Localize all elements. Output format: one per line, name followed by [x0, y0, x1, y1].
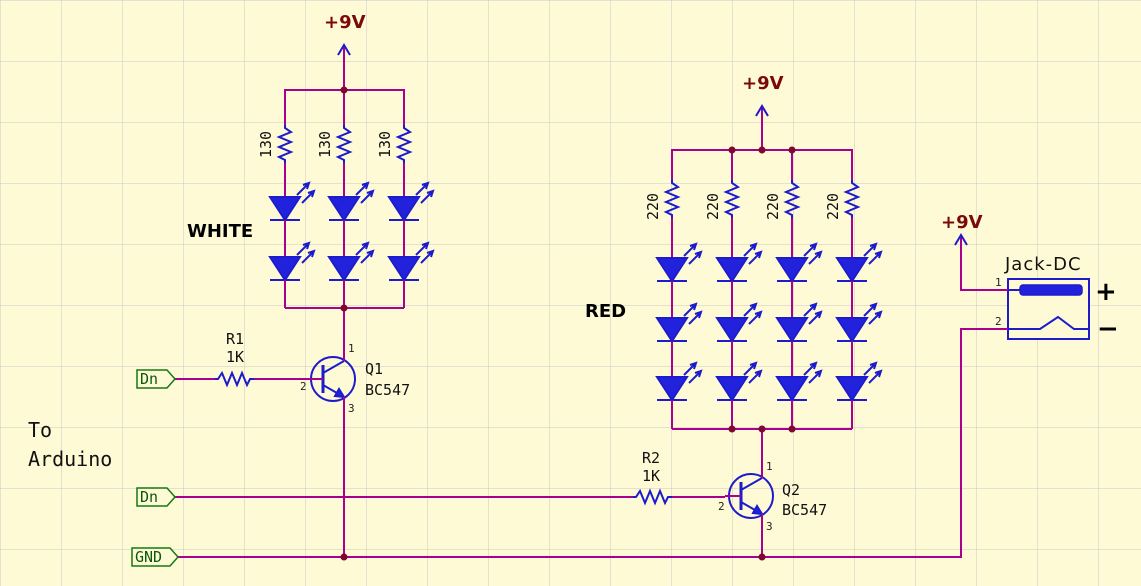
red-led-group: +9V 220	[585, 73, 883, 462]
r1-ref: R1	[226, 330, 244, 348]
white-power-symbol: +9V	[324, 12, 366, 90]
led-white	[327, 241, 375, 282]
port-dn-1: Dn	[136, 369, 177, 389]
resistor-value: 220	[644, 193, 662, 220]
junction	[758, 425, 766, 433]
junction	[340, 304, 348, 312]
red-column-3: 220	[764, 180, 823, 429]
white-column-3: 130	[376, 125, 435, 308]
led-white	[327, 181, 375, 222]
port-gnd-label: GND	[135, 548, 162, 566]
red-power-label: +9V	[742, 73, 784, 94]
port-dn-2: Dn	[136, 487, 177, 507]
red-column-2: 220	[704, 180, 763, 429]
junction	[340, 86, 348, 94]
junction	[728, 146, 736, 154]
q2-pin-2: 2	[718, 500, 725, 513]
dc-jack-plus: +	[1095, 277, 1117, 307]
r1-value: 1K	[226, 348, 244, 366]
q1-pin-2: 2	[300, 380, 307, 393]
red-column-4: 220	[824, 180, 883, 429]
dc-jack-pin	[1019, 284, 1083, 296]
junction	[758, 146, 766, 154]
resistor-130	[395, 125, 413, 163]
port-dn-2-label: Dn	[140, 488, 158, 506]
q2-pin-1: 1	[766, 460, 773, 473]
q1-ref: Q1	[365, 360, 383, 378]
q2-pin-3: 3	[766, 520, 773, 533]
r2-ref: R2	[642, 449, 660, 467]
transistor-q1: 1 2 3 Q1 BC547	[300, 342, 410, 415]
resistor-value: 130	[316, 131, 334, 158]
red-column-1: 220	[644, 180, 703, 429]
ground-net	[178, 328, 990, 561]
note-line-1: To	[28, 418, 52, 442]
white-column-1: 130	[257, 125, 316, 308]
junction	[340, 553, 348, 561]
jack-power-symbol: +9V	[941, 212, 990, 291]
resistor-value: 130	[257, 131, 275, 158]
resistor-220	[663, 180, 681, 218]
r2-value: 1K	[642, 467, 660, 485]
dc-jack-minus: −	[1097, 314, 1119, 344]
led-red	[775, 361, 823, 402]
white-power-label: +9V	[324, 12, 366, 33]
resistor-r1: R1 1K	[175, 330, 307, 388]
led-red	[655, 302, 703, 343]
junction	[758, 553, 766, 561]
resistor-value: 220	[704, 193, 722, 220]
junction	[788, 146, 796, 154]
resistor-130	[276, 125, 294, 163]
red-power-symbol: +9V	[742, 73, 784, 150]
transistor-q2: 1 2 3 Q2 BC547	[718, 460, 827, 557]
dc-jack-pin-2: 2	[995, 315, 1002, 328]
note-line-2: Arduino	[28, 447, 112, 471]
jack-power-label: +9V	[941, 212, 983, 233]
q1-value: BC547	[365, 381, 410, 399]
dc-jack: Jack-DC 1 2 + −	[990, 254, 1119, 344]
red-group-label: RED	[585, 301, 626, 322]
q1-pin-3: 3	[348, 402, 355, 415]
resistor-r2: R2 1K	[175, 449, 725, 506]
port-gnd: GND	[131, 547, 180, 567]
q2-value: BC547	[782, 501, 827, 519]
resistor-220	[723, 180, 741, 218]
port-dn-1-label: Dn	[140, 370, 158, 388]
q1-pin-1: 1	[348, 342, 355, 355]
resistor-130	[335, 125, 353, 163]
white-column-2: 130	[316, 125, 375, 308]
resistor-220	[843, 180, 861, 218]
resistor-value: 220	[824, 193, 842, 220]
white-led-group: +9V 130 130	[187, 12, 435, 345]
junction	[728, 425, 736, 433]
resistor-value: 130	[376, 131, 394, 158]
led-red	[715, 302, 763, 343]
resistor-value: 220	[764, 193, 782, 220]
q2-ref: Q2	[782, 481, 800, 499]
white-group-label: WHITE	[187, 221, 253, 242]
resistor-220	[783, 180, 801, 218]
dc-jack-pin-1: 1	[995, 276, 1002, 289]
dc-jack-title: Jack-DC	[1004, 254, 1082, 275]
junction	[788, 425, 796, 433]
